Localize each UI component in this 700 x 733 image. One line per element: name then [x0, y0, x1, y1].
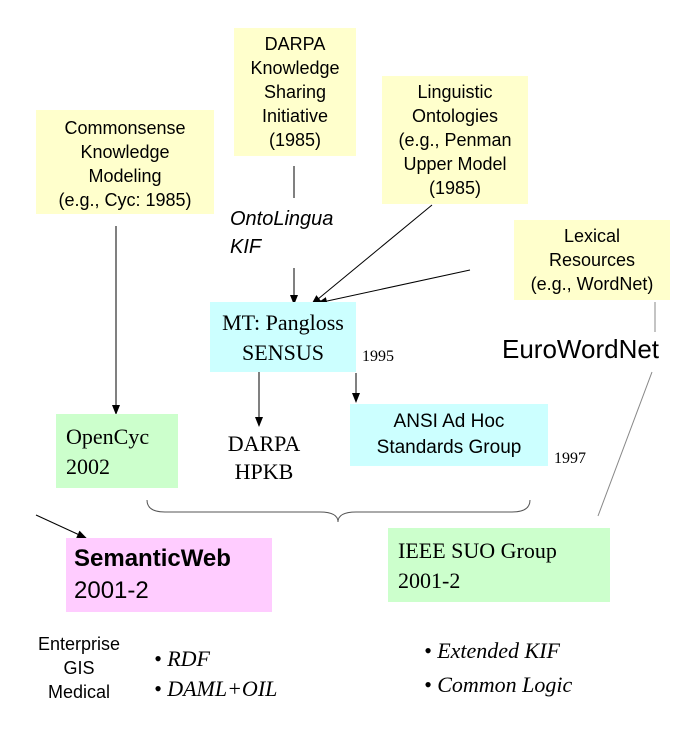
linguistic-line-1: Linguistic: [417, 82, 493, 102]
line-eurowordnet-to-ieee: [597, 371, 653, 517]
linguistic-line-5: (1985): [428, 178, 482, 198]
domain-medical: Medical: [47, 682, 111, 702]
linguistic-line-3: (e.g., Penman: [398, 130, 512, 150]
semanticweb-year: 2001-2: [74, 577, 149, 604]
ansi-box: ANSI Ad Hoc Standards Group: [350, 404, 548, 466]
bullet-rdf: • RDF: [154, 646, 210, 671]
ieee-suo-box: IEEE SUO Group 2001-2: [388, 528, 610, 602]
pangloss-sensus-box: MT: Pangloss SENSUS: [210, 302, 356, 372]
semanticweb-box: SemanticWeb 2001-2: [66, 538, 272, 612]
domain-gis: GIS: [63, 658, 95, 678]
ieee-line-2: 2001-2: [398, 568, 461, 593]
commonsense-line-4: (e.g., Cyc: 1985): [58, 190, 192, 210]
semanticweb-bullets: • RDF • DAML+OIL: [154, 644, 277, 704]
domain-enterprise: Enterprise: [37, 634, 121, 654]
commonsense-knowledge-modeling-box: Commonsense Knowledge Modeling (e.g., Cy…: [36, 110, 214, 214]
domains-list: Enterprise GIS Medical: [24, 632, 134, 704]
lexical-line-1: Lexical: [563, 226, 621, 246]
ontolingua-label: OntoLingua: [230, 208, 334, 230]
ansi-line-1: ANSI Ad Hoc: [393, 411, 505, 432]
opencyc-box: OpenCyc 2002: [56, 414, 178, 488]
opencyc-line-2: 2002: [66, 454, 110, 479]
bullet-daml-oil: • DAML+OIL: [154, 676, 278, 701]
commonsense-line-1: Commonsense: [64, 118, 186, 138]
kif-label: KIF: [230, 236, 262, 258]
lexical-line-2: Resources: [548, 250, 636, 270]
lexical-resources-box: Lexical Resources (e.g., WordNet): [514, 220, 670, 300]
bullet-extended-kif: • Extended KIF: [424, 638, 560, 663]
year-1997-label: 1997: [554, 450, 586, 467]
arrow-linguistic-to-pangloss: [311, 204, 433, 305]
ieee-bullets: • Extended KIF • Common Logic: [424, 634, 572, 702]
semanticweb-title: SemanticWeb: [74, 545, 231, 572]
darpa-ksi-line-1: DARPA: [264, 34, 326, 54]
arrow-lexical-to-pangloss: [317, 269, 471, 305]
linguistic-line-2: Ontologies: [411, 106, 499, 126]
darpa-hpkb-line-1: DARPA: [227, 431, 301, 456]
darpa-hpkb-line-2: HPKB: [234, 459, 294, 484]
arrow-into-semanticweb: [35, 514, 87, 539]
ieee-line-1: IEEE SUO Group: [398, 538, 557, 563]
grouping-brace: [146, 499, 531, 523]
commonsense-line-2: Knowledge: [80, 142, 170, 162]
linguistic-line-4: Upper Model: [403, 154, 507, 174]
darpa-ksi-line-4: Initiative: [261, 106, 329, 126]
opencyc-line-1: OpenCyc: [66, 424, 150, 449]
lexical-line-3: (e.g., WordNet): [530, 274, 654, 294]
darpa-ksi-line-5: (1985): [268, 130, 322, 150]
linguistic-ontologies-box: Linguistic Ontologies (e.g., Penman Uppe…: [382, 76, 528, 204]
pangloss-line-2: SENSUS: [242, 340, 324, 365]
darpa-ksi-line-3: Sharing: [263, 82, 327, 102]
darpa-ksi-box: DARPA Knowledge Sharing Initiative (1985…: [234, 28, 356, 156]
commonsense-line-3: Modeling: [88, 166, 162, 186]
darpa-ksi-line-2: Knowledge: [250, 58, 340, 78]
bullet-common-logic: • Common Logic: [424, 672, 573, 697]
pangloss-line-1: MT: Pangloss: [222, 310, 344, 335]
year-1995-label: 1995: [362, 348, 394, 365]
eurowordnet-label: EuroWordNet: [502, 334, 660, 364]
darpa-hpkb-label: DARPA HPKB: [214, 430, 314, 486]
ansi-line-2: Standards Group: [376, 437, 522, 458]
